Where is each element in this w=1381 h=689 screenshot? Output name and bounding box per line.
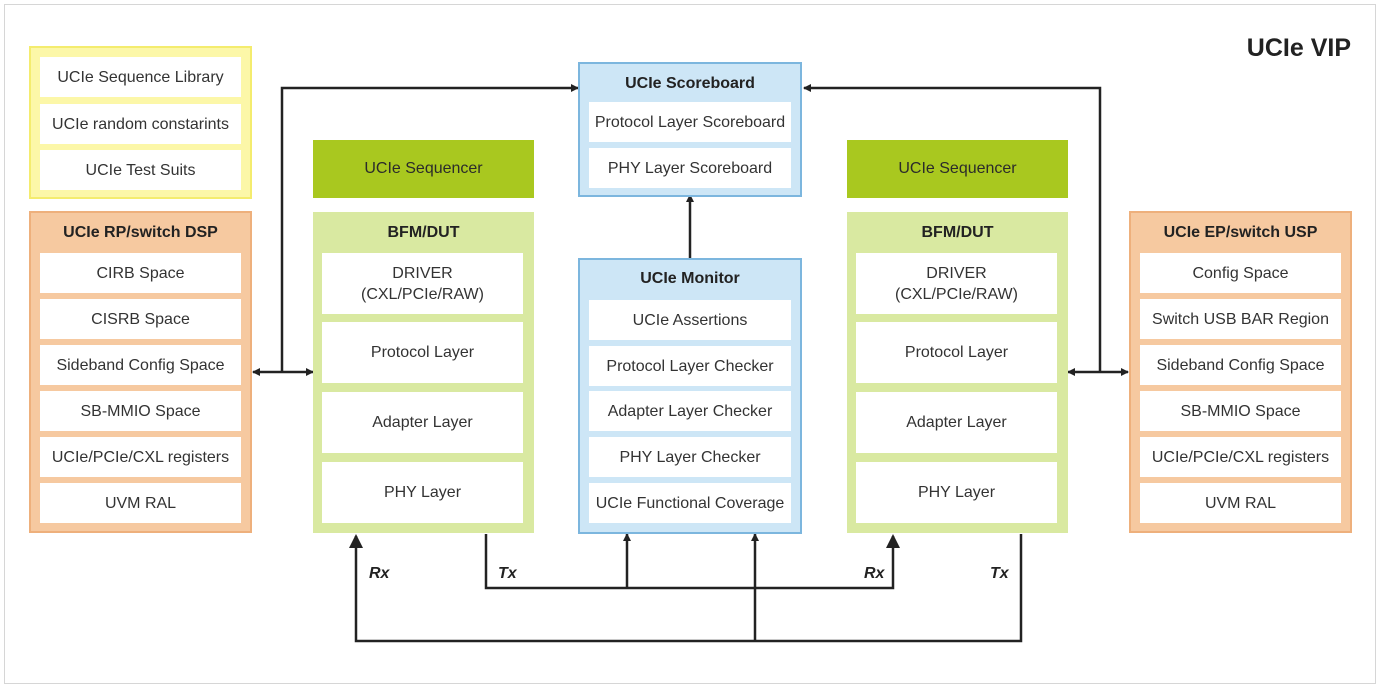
left-to-scoreboard-wire [280, 84, 579, 372]
left-tx-label: Tx [498, 565, 517, 582]
ep-usp-item: SB-MMIO Space [1140, 391, 1341, 431]
rp-dsp-title: UCIe RP/switch DSP [63, 224, 218, 241]
right-tx-label: Tx [990, 565, 1009, 582]
monitor-item: UCIe Assertions [589, 300, 791, 340]
scoreboard-item: PHY Layer Scoreboard [589, 148, 791, 188]
ep-usp-item: Config Space [1140, 253, 1341, 293]
ep-switch-usp-group: UCIe EP/switch USP Config Space Switch U… [1129, 211, 1352, 533]
rp-dsp-item: UVM RAL [40, 483, 241, 523]
left-bfm-dut-group: BFM/DUT DRIVER (CXL/PCIe/RAW) Protocol L… [313, 212, 534, 533]
left-bfm-layer: PHY Layer [322, 462, 523, 523]
monitor-item: Protocol Layer Checker [589, 346, 791, 386]
rp-dsp-item: CISRB Space [40, 299, 241, 339]
monitor-title: UCIe Monitor [640, 270, 740, 287]
right-bfm-title: BFM/DUT [921, 224, 994, 241]
ep-usp-title: UCIe EP/switch USP [1163, 224, 1318, 241]
library-item: UCIe Sequence Library [40, 57, 241, 97]
right-bfm-layer: PHY Layer [856, 462, 1057, 523]
rp-dsp-item: SB-MMIO Space [40, 391, 241, 431]
rp-dsp-item: CIRB Space [40, 253, 241, 293]
left-rx-label: Rx [369, 565, 390, 582]
scoreboard-group: UCIe Scoreboard Protocol Layer Scoreboar… [578, 62, 802, 197]
scoreboard-title: UCIe Scoreboard [625, 75, 755, 92]
right-sequencer: UCIe Sequencer [847, 140, 1068, 198]
sequence-library-group: UCIe Sequence Library UCIe random consta… [29, 46, 252, 199]
left-bfm-layer: DRIVER (CXL/PCIe/RAW) [322, 253, 523, 314]
left-sequencer: UCIe Sequencer [313, 140, 534, 198]
rp-switch-dsp-group: UCIe RP/switch DSP CIRB Space CISRB Spac… [29, 211, 252, 533]
library-item: UCIe Test Suits [40, 150, 241, 190]
ep-usp-item: Sideband Config Space [1140, 345, 1341, 385]
rp-dsp-item: UCIe/PCIe/CXL registers [40, 437, 241, 477]
scoreboard-item: Protocol Layer Scoreboard [589, 102, 791, 142]
right-rx-label: Rx [864, 565, 885, 582]
ep-usp-item: Switch USB BAR Region [1140, 299, 1341, 339]
rp-dsp-item: Sideband Config Space [40, 345, 241, 385]
left-bfm-layer: Protocol Layer [322, 322, 523, 383]
right-bfm-layer: Protocol Layer [856, 322, 1057, 383]
left-bfm-layer: Adapter Layer [322, 392, 523, 453]
right-tx-wire [349, 534, 1023, 643]
right-bfm-dut-group: BFM/DUT DRIVER (CXL/PCIe/RAW) Protocol L… [847, 212, 1068, 533]
diagram-title: UCIe VIP [1246, 34, 1351, 62]
left-tx-wire [484, 534, 900, 590]
monitor-item: PHY Layer Checker [589, 437, 791, 477]
right-bfm-layer: DRIVER (CXL/PCIe/RAW) [856, 253, 1057, 314]
left-bfm-title: BFM/DUT [387, 224, 460, 241]
monitor-item: UCIe Functional Coverage [589, 483, 791, 523]
monitor-group: UCIe Monitor UCIe Assertions Protocol La… [578, 258, 802, 534]
library-item: UCIe random constarints [40, 104, 241, 144]
ep-usp-item: UCIe/PCIe/CXL registers [1140, 437, 1341, 477]
right-to-scoreboard-wire [803, 84, 1102, 372]
right-bfm-layer: Adapter Layer [856, 392, 1057, 453]
monitor-item: Adapter Layer Checker [589, 391, 791, 431]
ep-usp-item: UVM RAL [1140, 483, 1341, 523]
